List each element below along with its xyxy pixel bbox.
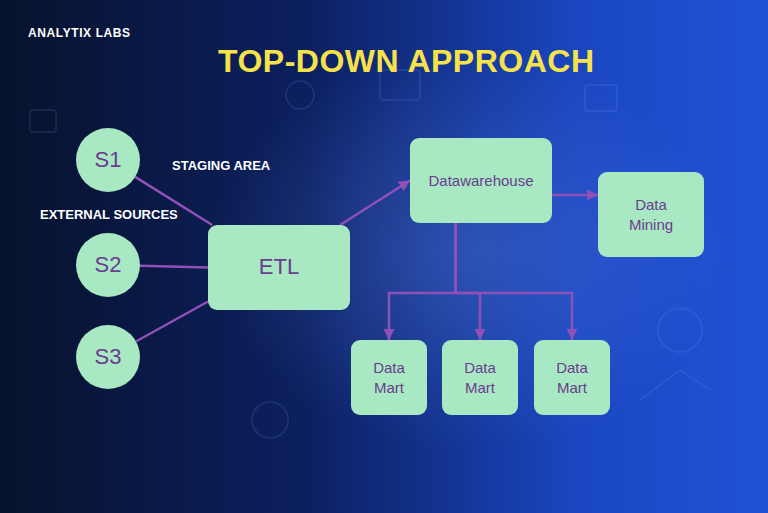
area-label: STAGING AREA [172,158,270,173]
flow-connector [136,302,208,342]
source-circle: S2 [76,233,140,297]
source-circle: S1 [76,128,140,192]
etl-box: ETL [208,225,350,310]
data-mart-box: Data Mart [351,340,427,415]
node-label: S1 [95,146,122,175]
flow-connector [389,223,455,340]
source-circle: S3 [76,325,140,389]
flow-connector [340,181,410,226]
data-mining-box: Data Mining [598,172,704,257]
circle-fill [76,128,140,192]
flow-connector [140,266,208,268]
circle-fill [76,233,140,297]
node-label: ETL [259,253,299,282]
node-label: Datawarehouse [428,171,533,191]
diagram-title: TOP-DOWN APPROACH [218,43,595,80]
node-label: Data Mart [547,358,597,397]
node-label: Data Mining [619,195,683,234]
circle-fill [76,325,140,389]
background-icons [30,70,710,438]
flow-connector [455,223,572,340]
area-label: EXTERNAL SOURCES [40,207,178,222]
data-mart-box: Data Mart [534,340,610,415]
node-label: S3 [95,343,122,372]
flow-connector [552,194,598,197]
brand-logo: ANALYTIX LABS [28,26,131,40]
flow-connector [455,223,480,340]
node-label: S2 [95,251,122,280]
warehouse-box: Datawarehouse [410,138,552,223]
data-mart-box: Data Mart [442,340,518,415]
node-label: Data Mart [364,358,414,397]
node-label: Data Mart [455,358,505,397]
